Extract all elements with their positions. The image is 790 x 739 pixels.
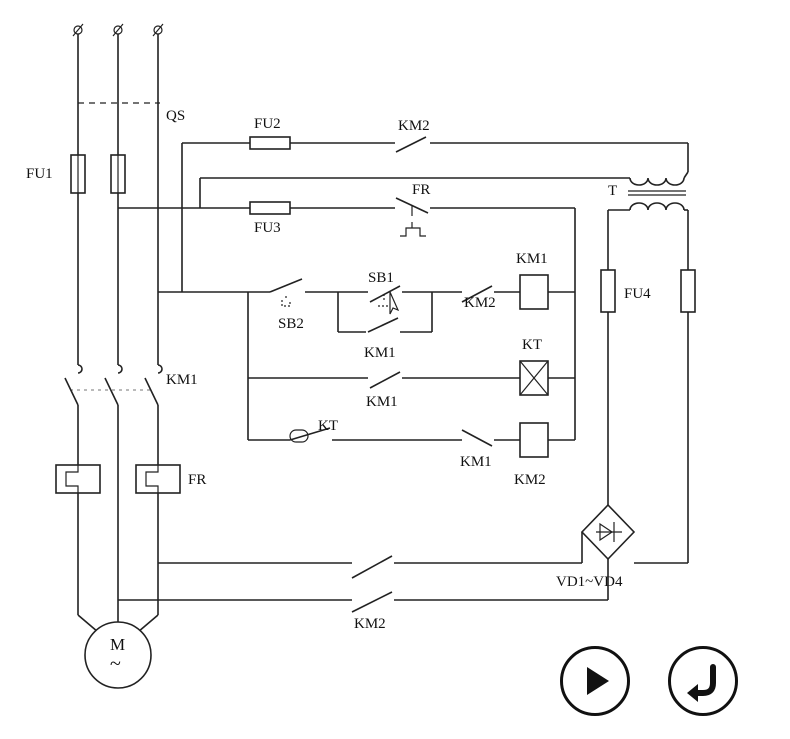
vd-label: VD1~VD4 bbox=[556, 574, 623, 590]
fu2-label: FU2 bbox=[254, 116, 281, 132]
play-button[interactable] bbox=[560, 646, 630, 716]
fr-contact-symbol bbox=[400, 205, 426, 237]
km2-inter-label: KM2 bbox=[464, 295, 496, 311]
control-row-2 bbox=[247, 292, 575, 440]
fu1-label: FU1 bbox=[26, 166, 53, 182]
kt-coil bbox=[519, 360, 549, 396]
transformer bbox=[199, 171, 689, 211]
control-row-1 bbox=[158, 278, 575, 333]
km2-bottom-label: KM2 bbox=[354, 616, 386, 632]
kt-coil-label: KT bbox=[522, 337, 542, 353]
fr-main-label: FR bbox=[188, 472, 206, 488]
kt-contact-label: KT bbox=[318, 418, 338, 434]
km1-coil-label: KM1 bbox=[516, 251, 548, 267]
fu3-label: FU3 bbox=[254, 220, 281, 236]
km1-hold-label: KM1 bbox=[364, 345, 396, 361]
fr-thermal-element bbox=[55, 464, 181, 494]
fu3-branch bbox=[118, 197, 576, 440]
return-icon bbox=[687, 664, 716, 702]
km2-coil-label: KM2 bbox=[514, 472, 546, 488]
return-button[interactable] bbox=[668, 646, 738, 716]
fu2-branch bbox=[181, 136, 689, 292]
qs-label: QS bbox=[166, 108, 185, 124]
km1-main-label: KM1 bbox=[166, 372, 198, 388]
km1-inter-label: KM1 bbox=[460, 454, 492, 470]
sb2-label: SB2 bbox=[278, 316, 304, 332]
motor bbox=[84, 621, 152, 689]
motor-m-label: M bbox=[110, 635, 125, 654]
km1-kt-label: KM1 bbox=[366, 394, 398, 410]
transformer-label: T bbox=[608, 183, 617, 199]
control-row-3 bbox=[248, 427, 575, 447]
sb1-label: SB1 bbox=[368, 270, 394, 286]
main-line-l2 bbox=[104, 34, 123, 620]
fu3-fuse bbox=[249, 201, 291, 215]
fr-ctrl-label: FR bbox=[412, 182, 430, 198]
bridge-rectifier bbox=[580, 503, 636, 563]
play-icon bbox=[587, 667, 609, 695]
main-line-l3 bbox=[137, 34, 163, 633]
braking-circuit bbox=[118, 555, 609, 613]
km2-coil bbox=[519, 422, 549, 458]
km2-top-label: KM2 bbox=[398, 118, 430, 134]
km1-coil bbox=[519, 274, 549, 310]
main-line-l1 bbox=[64, 34, 99, 633]
fu4-label: FU4 bbox=[624, 286, 651, 302]
fu4-secondary bbox=[600, 210, 696, 564]
motor-tilde-label: ~ bbox=[110, 653, 121, 675]
fu2-fuse bbox=[249, 136, 291, 150]
